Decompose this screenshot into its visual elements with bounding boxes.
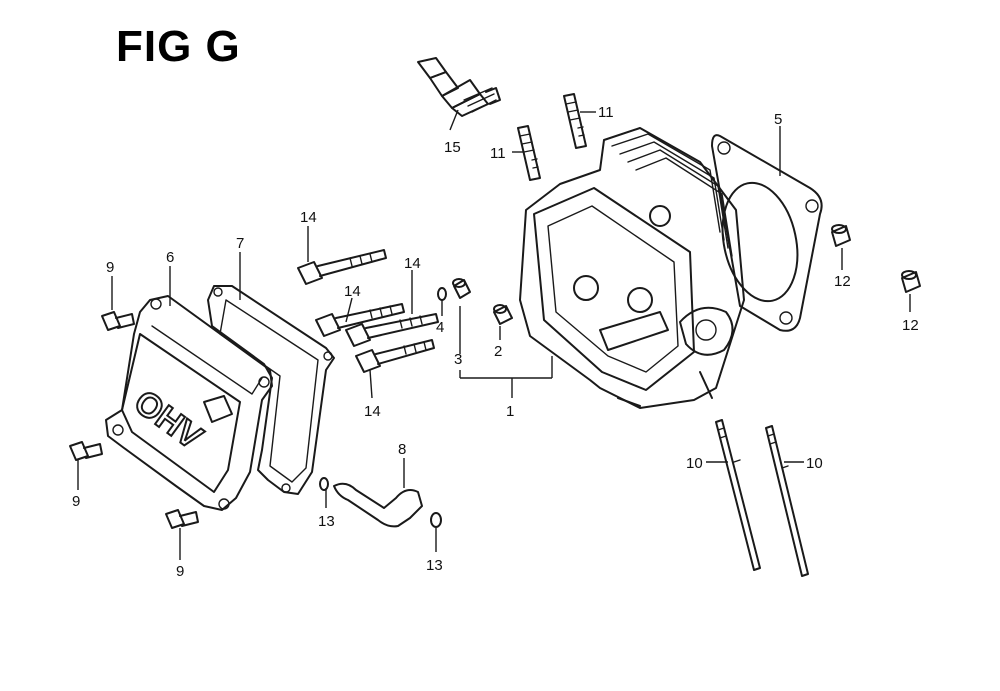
breather-tube: [333, 482, 423, 528]
stud-upper: [563, 93, 587, 149]
callout-12-near: 12: [834, 273, 851, 290]
head-bolt-middle-lower: [345, 313, 439, 347]
spark-plug: [417, 57, 501, 117]
callout-10-right: 10: [806, 455, 823, 472]
head-bolt-middle-upper: [315, 303, 405, 337]
push-rod-left: [715, 419, 761, 571]
figure-title: FIG G: [116, 22, 241, 71]
washer: [437, 287, 447, 301]
callout-8: 8: [398, 441, 406, 458]
callout-14-top: 14: [300, 209, 317, 226]
callout-numbers: 15 11 11 5 12 12 14 14 14 14 9 6 7 9 9 4…: [72, 104, 919, 580]
head-bolt-top: [297, 249, 387, 285]
push-rod-right: [765, 425, 809, 577]
tube-clip-b: [430, 512, 442, 528]
cover-ohv-marking: OHV: [127, 383, 209, 457]
callout-11-upper: 11: [598, 104, 614, 121]
stud-lower: [517, 125, 541, 181]
callout-14-mid-lower: 14: [404, 255, 421, 272]
leader-lines: [77, 109, 911, 560]
rocker-cover: OHV: [105, 295, 273, 511]
flange-bolt-lower: [165, 509, 199, 529]
flange-bolt-middle: [69, 441, 103, 461]
cap-near: [831, 224, 851, 247]
callout-9-middle: 9: [72, 493, 80, 510]
callout-13-right: 13: [426, 557, 443, 574]
callout-10-left: 10: [686, 455, 703, 472]
cap-far: [901, 270, 921, 293]
head-bolt-bottom: [355, 339, 435, 373]
callout-7: 7: [236, 235, 244, 252]
callout-11-lower: 11: [490, 145, 506, 162]
callout-3: 3: [454, 351, 462, 368]
callout-4: 4: [436, 319, 444, 336]
callout-15: 15: [444, 139, 461, 156]
callout-2: 2: [494, 343, 502, 360]
callout-6: 6: [166, 249, 174, 266]
flange-bolt-upper: [101, 311, 135, 331]
callout-5: 5: [774, 111, 782, 128]
dowel-pin-a: [452, 278, 471, 299]
cylinder-head-gasket: [711, 134, 823, 332]
cylinder-head: [519, 127, 745, 409]
callout-1: 1: [506, 403, 514, 420]
callout-9-lower: 9: [176, 563, 184, 580]
callout-12-far: 12: [902, 317, 919, 334]
callout-13-left: 13: [318, 513, 335, 530]
dowel-pin-b: [493, 304, 513, 325]
callout-9-upper: 9: [106, 259, 114, 276]
rocker-cover-gasket: [207, 285, 335, 495]
callout-14-bottom: 14: [364, 403, 381, 420]
tube-clip-a: [319, 477, 329, 491]
callout-14-mid-upper: 14: [344, 283, 361, 300]
